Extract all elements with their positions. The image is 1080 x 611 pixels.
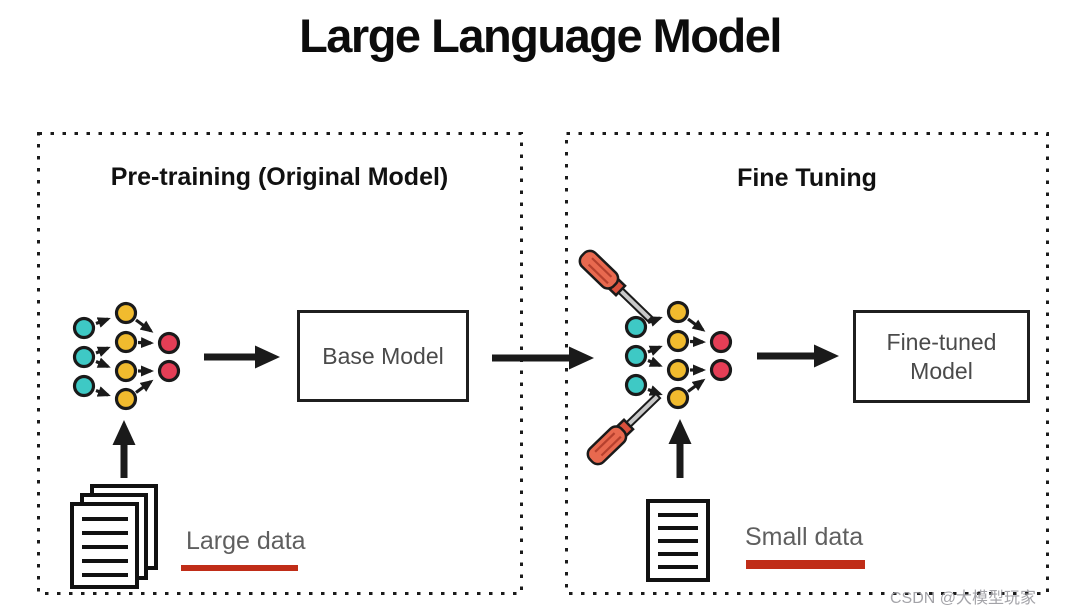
page-title: Large Language Model xyxy=(299,9,782,62)
document-icon xyxy=(646,499,710,582)
large-data-label: Large data xyxy=(186,527,306,555)
watermark: CSDN @大模型玩家 xyxy=(890,590,1037,607)
neural-network-icon xyxy=(75,304,179,409)
finetuned-model-box: Fine-tuned Model xyxy=(853,310,1030,403)
screwdriver-icon xyxy=(583,387,666,469)
small-data-underline xyxy=(746,560,865,569)
screwdriver-icon xyxy=(575,246,658,328)
finetuning-panel-header: Fine Tuning xyxy=(737,164,877,192)
finetuning-panel-border xyxy=(565,132,1049,595)
base-model-box: Base Model xyxy=(297,310,469,402)
pretraining-panel-header: Pre-training (Original Model) xyxy=(110,163,449,191)
small-data-label: Small data xyxy=(745,523,864,551)
large-data-underline xyxy=(181,565,298,571)
document-stack-icon xyxy=(70,484,158,589)
neural-network-icon xyxy=(627,303,731,408)
pretraining-panel-border xyxy=(37,132,523,595)
